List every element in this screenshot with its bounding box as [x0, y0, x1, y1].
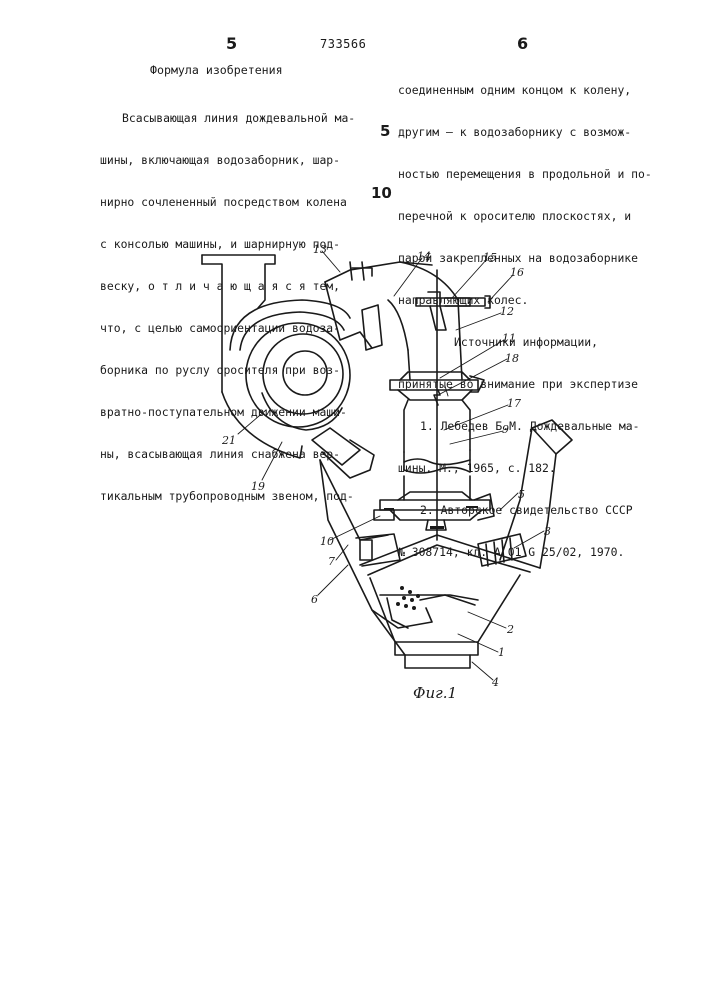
label-15: 15 [483, 251, 497, 264]
label-18: 18 [505, 352, 519, 365]
pump-volute-19 [202, 255, 350, 458]
label-3: 3 [544, 525, 551, 538]
label-7: 7 [328, 555, 335, 568]
water-intake-1 [360, 535, 540, 668]
lower-joint-10 [374, 492, 494, 530]
label-19: 19 [251, 480, 265, 493]
label-10: 10 [320, 535, 334, 548]
label-6: 6 [311, 593, 318, 606]
label-2: 2 [506, 623, 514, 636]
label-5: 5 [518, 488, 525, 501]
label-16: 16 [510, 266, 524, 279]
elbow-13-14 [325, 262, 490, 380]
figure-labels: 13 14 15 16 12 11 18 17 9 21 19 5 10 3 7… [221, 243, 551, 689]
label-21: 21 [221, 434, 236, 447]
label-11: 11 [502, 332, 516, 345]
label-4: 4 [491, 676, 499, 689]
label-1: 1 [498, 646, 505, 659]
label-14: 14 [417, 250, 431, 263]
label-9: 9 [502, 423, 509, 436]
guide-arm-5 [478, 420, 572, 568]
figure-caption: Фиг.1 [413, 684, 457, 702]
label-12: 12 [500, 305, 514, 318]
label-13: 13 [313, 243, 327, 256]
label-17: 17 [507, 397, 521, 410]
